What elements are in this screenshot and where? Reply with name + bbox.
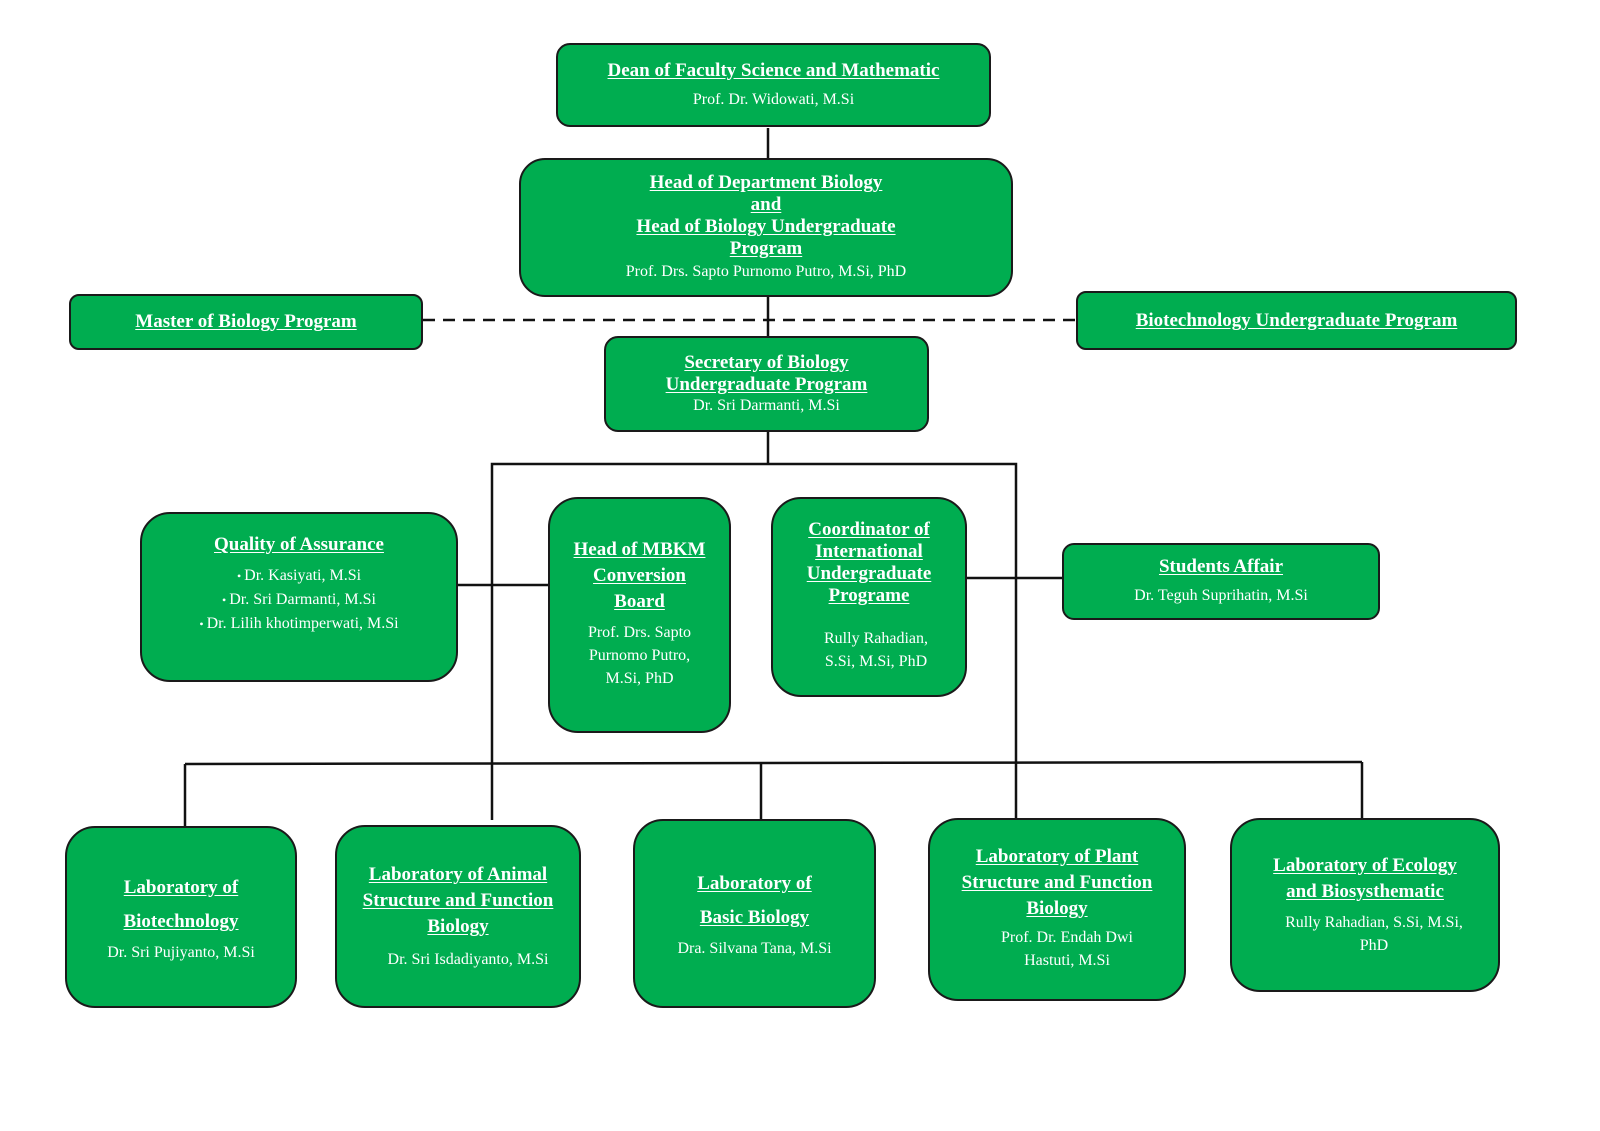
title-line: Conversion [593, 565, 686, 586]
lab-title: Laboratory of Plant Structure and Functi… [962, 844, 1153, 922]
person-line: Dr. Sri Isdadiyanto, M.Si [387, 951, 549, 968]
labs-bus-line [184, 760, 1363, 766]
mbkm-title: Head of MBKM Conversion Board [574, 537, 706, 615]
person-line: Dra. Silvana Tana, M.Si [677, 940, 832, 957]
quality-assurance-members: Dr. Kasiyati, M.Si Dr. Sri Darmanti, M.S… [199, 564, 399, 636]
lab-plant-structure-box: Laboratory of Plant Structure and Functi… [928, 818, 1186, 1001]
title-line: Undergraduate Program [665, 374, 868, 395]
title-line: Program [729, 238, 803, 259]
title-line: Structure and Function [362, 890, 554, 911]
title-line: Laboratory of [123, 876, 239, 898]
secretary-box: Secretary of Biology Undergraduate Progr… [604, 336, 929, 432]
lab-person: Rully Rahadian, S.Si, M.Si, PhD [1267, 911, 1463, 957]
lab-person: Prof. Dr. Endah Dwi Hastuti, M.Si [981, 926, 1133, 972]
quality-assurance-title: Quality of Assurance [214, 534, 384, 555]
lab-animal-structure-box: Laboratory of Animal Structure and Funct… [335, 825, 581, 1008]
biotech-program-title: Biotechnology Undergraduate Program [1135, 309, 1458, 331]
title-line: Laboratory of Plant [975, 846, 1139, 867]
title-line: Undergraduate [806, 563, 932, 584]
person-line: Dr. Sri Pujiyanto, M.Si [107, 943, 255, 961]
students-affair-person: Dr. Teguh Suprihatin, M.Si [1134, 587, 1308, 604]
person-line: Rully Rahadian, S.Si, M.Si, [1285, 914, 1463, 931]
title-line: Biotechnology [123, 910, 239, 932]
students-affair-title: Students Affair [1158, 556, 1284, 577]
person-line: Prof. Drs. Sapto [587, 624, 692, 641]
head-department-title: Head of Department Biology and Head of B… [636, 172, 895, 260]
international-coordinator-box: Coordinator of International Undergradua… [771, 497, 967, 697]
master-program-box: Master of Biology Program [69, 294, 423, 350]
quality-assurance-box: Quality of Assurance Dr. Kasiyati, M.Si … [140, 512, 458, 682]
title-line: Laboratory of Ecology [1273, 855, 1457, 876]
title-line: Basic Biology [699, 907, 810, 928]
title-line: Coordinator of [808, 519, 930, 540]
head-department-person: Prof. Drs. Sapto Purnomo Putro, M.Si, Ph… [625, 263, 907, 280]
dean-title: Dean of Faculty Science and Mathematic [607, 59, 940, 81]
lab-person: Dra. Silvana Tana, M.Si [677, 937, 831, 960]
title-line: and [750, 194, 782, 215]
lab-ecology-biosystematic-box: Laboratory of Ecology and Biosysthematic… [1230, 818, 1500, 992]
head-department-box: Head of Department Biology and Head of B… [519, 158, 1013, 297]
students-affair-box: Students Affair Dr. Teguh Suprihatin, M.… [1062, 543, 1380, 620]
member-item: Dr. Sri Darmanti, M.Si [199, 588, 398, 612]
person-line: PhD [1359, 937, 1389, 954]
secretary-person: Dr. Sri Darmanti, M.Si [693, 397, 840, 414]
mbkm-person: Prof. Drs. Sapto Purnomo Putro, M.Si, Ph… [588, 621, 691, 690]
title-line: Laboratory of Animal [368, 864, 548, 885]
international-coordinator-title: Coordinator of International Undergradua… [807, 519, 932, 607]
person-line: M.Si, PhD [605, 670, 674, 687]
lab-basic-biology-box: Laboratory of Basic Biology Dra. Silvana… [633, 819, 876, 1008]
dean-person: Prof. Dr. Widowati, M.Si [692, 90, 855, 108]
person-line: Purnomo Putro, [588, 647, 691, 664]
lab-biotechnology-box: Laboratory of Biotechnology Dr. Sri Puji… [65, 826, 297, 1008]
lab-title: Laboratory of Ecology and Biosysthematic [1273, 853, 1457, 905]
person-line: S.Si, M.Si, PhD [824, 653, 928, 670]
title-line: Board [614, 591, 665, 612]
lab-title: Laboratory of Biotechnology [123, 871, 238, 939]
title-line: Biology [1026, 898, 1088, 919]
secretary-bracket-line [490, 462, 1018, 820]
member-item: Dr. Kasiyati, M.Si [199, 564, 398, 588]
title-line: and Biosysthematic [1286, 881, 1444, 902]
person-line: Rully Rahadian, [824, 630, 928, 647]
title-line: International [815, 541, 923, 562]
title-line: Head of MBKM [573, 539, 706, 560]
lab-title: Laboratory of Animal Structure and Funct… [363, 862, 554, 940]
person-line: Prof. Dr. Endah Dwi [1001, 929, 1133, 946]
master-program-title: Master of Biology Program [135, 311, 357, 332]
lab-title: Laboratory of Basic Biology [697, 867, 812, 935]
biotech-program-box: Biotechnology Undergraduate Program [1076, 291, 1517, 350]
secretary-title: Secretary of Biology Undergraduate Progr… [666, 352, 868, 396]
title-line: Laboratory of [697, 873, 812, 894]
title-line: Head of Department Biology [649, 172, 883, 193]
mbkm-box: Head of MBKM Conversion Board Prof. Drs.… [548, 497, 731, 733]
title-line: Programe [828, 585, 910, 606]
title-line: Head of Biology Undergraduate [636, 216, 896, 237]
person-line: Hastuti, M.Si [1024, 952, 1110, 969]
title-line: Biology [427, 916, 489, 937]
lab-person: Dr. Sri Pujiyanto, M.Si [107, 941, 255, 964]
international-coordinator-person: Rully Rahadian, S.Si, M.Si, PhD [810, 627, 928, 673]
lab-person: Dr. Sri Isdadiyanto, M.Si [368, 948, 549, 971]
member-item: Dr. Lilih khotimperwati, M.Si [199, 612, 399, 636]
title-line: Structure and Function [961, 872, 1153, 893]
title-line: Secretary of Biology [684, 352, 849, 373]
dean-box: Dean of Faculty Science and Mathematic P… [556, 43, 991, 127]
